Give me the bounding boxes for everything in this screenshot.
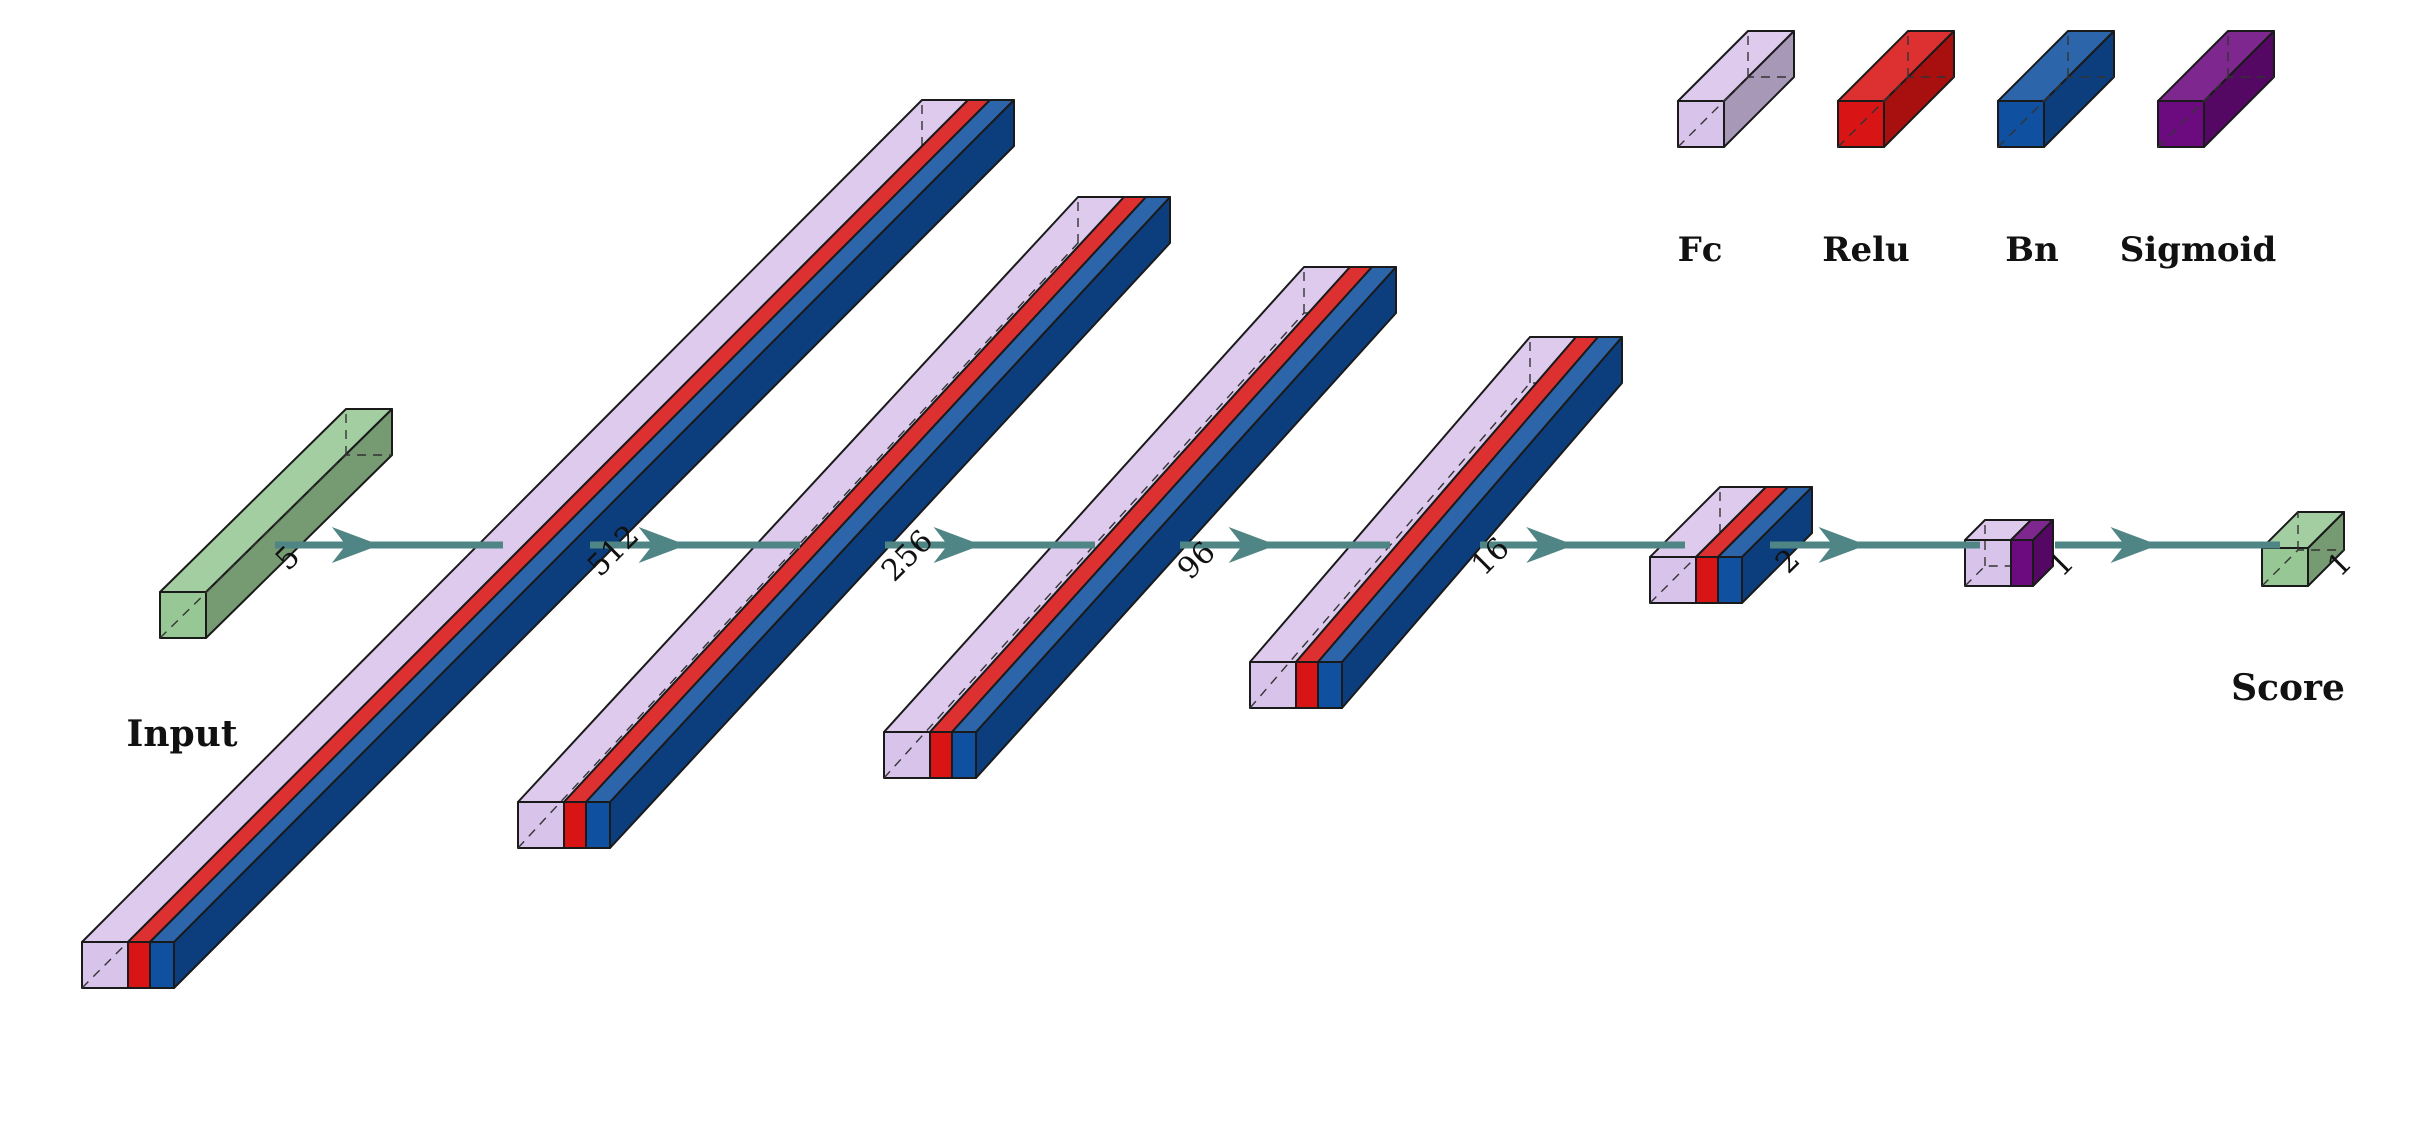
layer-block-4-bn [1317, 336, 1623, 709]
flow-arrow-3 [885, 527, 1095, 563]
layer-block-3-bn [951, 266, 1397, 779]
layer-block-2 [517, 196, 1171, 849]
layer-block-6 [1964, 519, 2054, 587]
legend-label-bn: Bn [2005, 230, 2058, 270]
layer-block-4 [1249, 336, 1623, 709]
legend-label-fc: Fc [1678, 230, 1723, 270]
score-label: Score [2231, 667, 2345, 709]
flow-arrow-1 [275, 527, 503, 563]
output-block [2261, 511, 2345, 587]
legend-item-relu: Relu [1822, 30, 1955, 270]
layer-block-2-bn [585, 196, 1171, 849]
flow-arrow-6 [1770, 527, 1980, 563]
flow-arrow-5 [1480, 527, 1685, 563]
layer-blocks [81, 99, 2345, 989]
legend-swatch-bn [1997, 30, 2115, 148]
legend-item-fc: Fc [1677, 30, 1795, 270]
layer-block-3 [883, 266, 1397, 779]
input-block [159, 408, 393, 639]
legend-swatch-relu [1837, 30, 1955, 148]
legend-item-bn: Bn [1997, 30, 2115, 270]
legend-label-sigmoid: Sigmoid [2120, 230, 2277, 270]
legend-item-sigmoid: Sigmoid [2120, 30, 2277, 270]
flow-arrow-2 [590, 527, 800, 563]
legend-swatch-fc [1677, 30, 1795, 148]
flow-arrow-7 [2055, 527, 2280, 563]
legend: Fc Relu Bn Sigmoid [1677, 30, 2277, 270]
legend-label-relu: Relu [1822, 230, 1910, 270]
legend-swatch-sigmoid [2157, 30, 2275, 148]
input-label: Input [127, 713, 238, 755]
flow-arrow-4 [1180, 527, 1390, 563]
flow-arrows [275, 527, 2280, 563]
layer-block-6-sigmoid [2010, 519, 2054, 587]
